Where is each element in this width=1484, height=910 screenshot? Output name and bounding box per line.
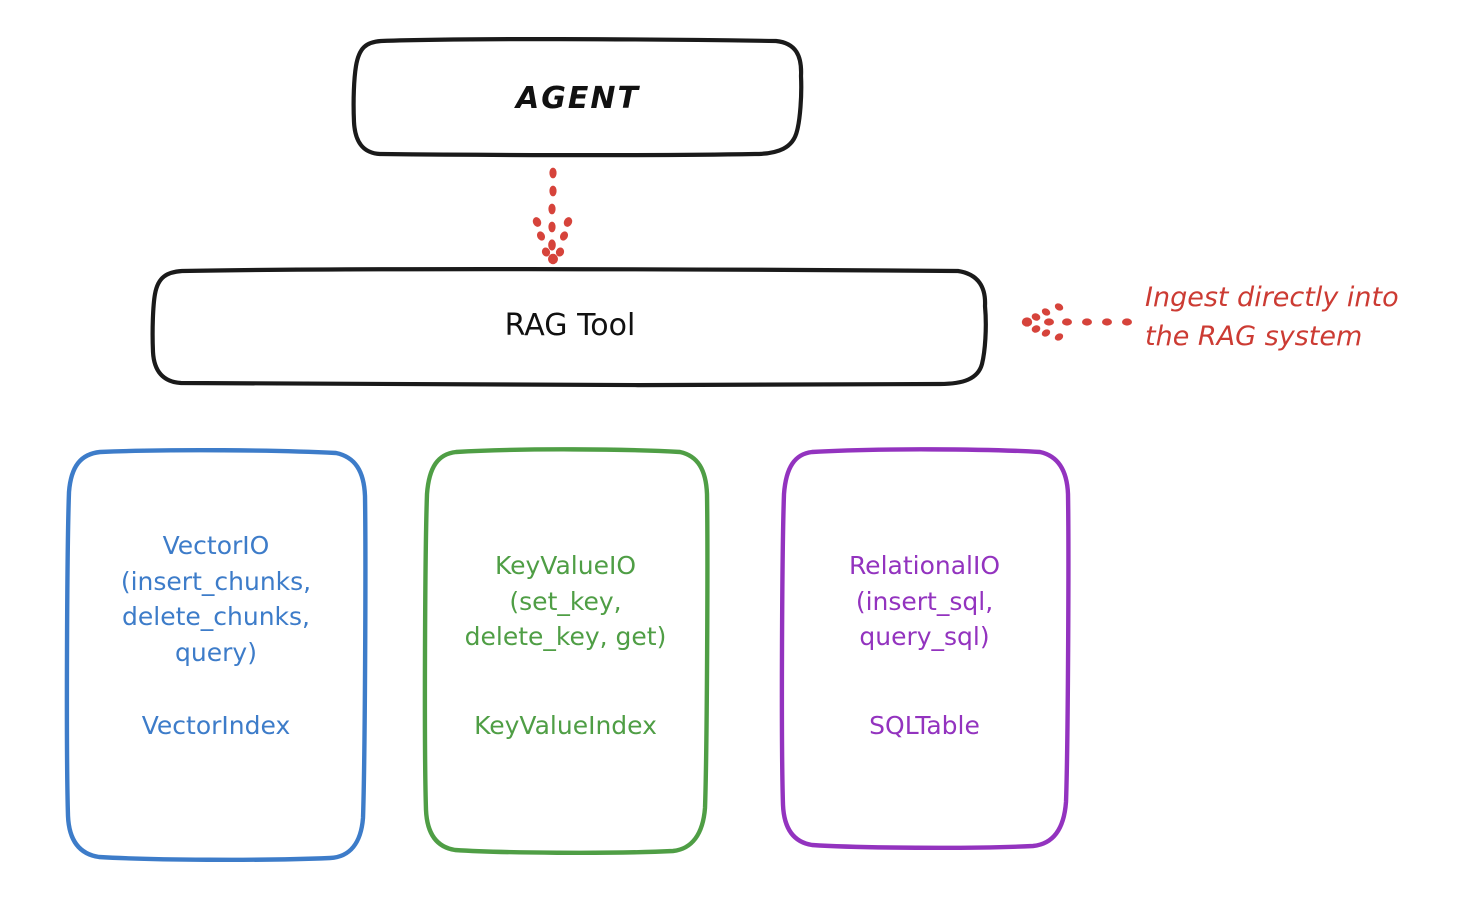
node-rag-tool-shape[interactable] <box>150 267 988 388</box>
connector-agent-to-rag-tool <box>532 167 573 265</box>
node-agent-shape[interactable] <box>351 37 804 158</box>
node-vector-io-shape[interactable] <box>64 447 368 863</box>
node-key-value-io-shape[interactable] <box>422 447 710 856</box>
connector-ingest-to-rag-tool <box>1021 303 1132 341</box>
node-relational-io-shape[interactable] <box>779 447 1071 851</box>
